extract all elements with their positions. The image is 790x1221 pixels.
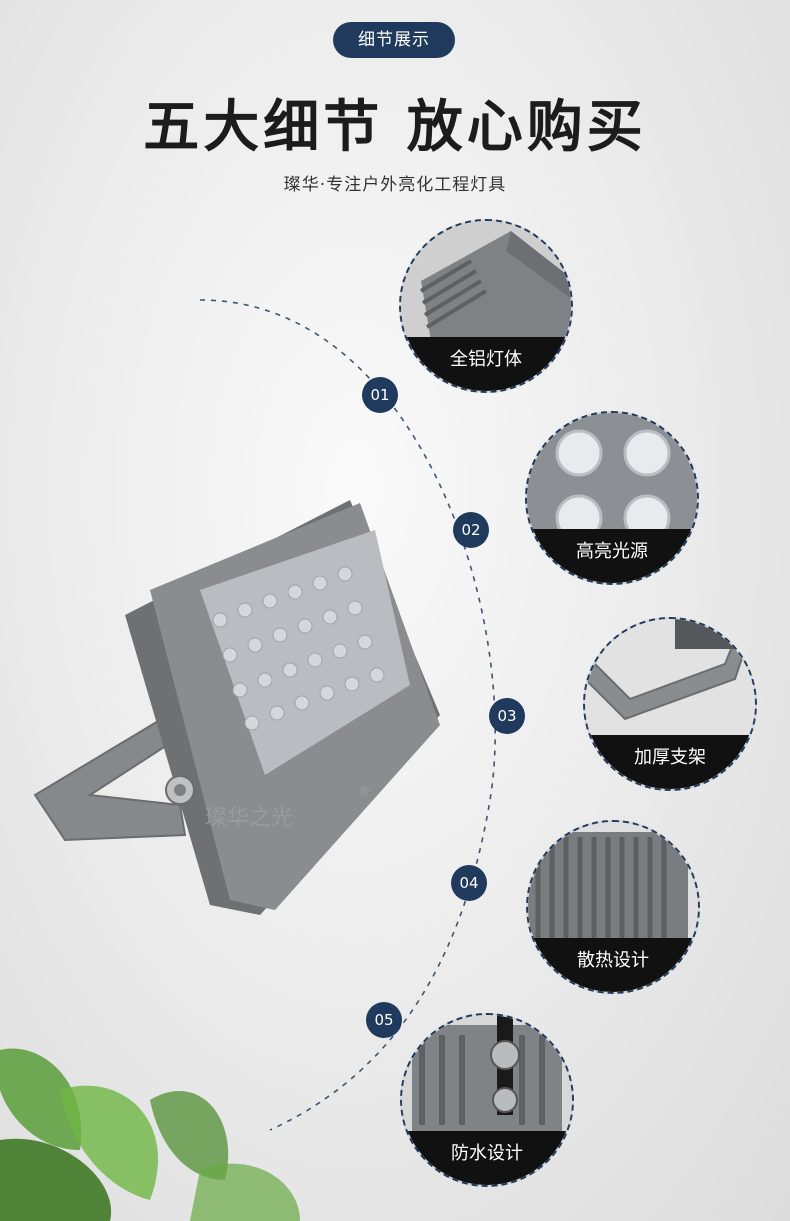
page-title: 五大细节 放心购买 bbox=[143, 95, 647, 160]
detail-caption: 防水设计 bbox=[402, 1131, 572, 1185]
page-subtitle: 璨华·专注户外亮化工程灯具 bbox=[283, 175, 507, 195]
detail-card-bracket: 加厚支架 bbox=[583, 617, 757, 791]
detail-number-04: 04 bbox=[451, 865, 487, 901]
registered-mark: ® bbox=[360, 784, 369, 798]
detail-number-01: 01 bbox=[362, 377, 398, 413]
detail-card-waterproof: 防水设计 bbox=[400, 1013, 574, 1187]
detail-number-05: 05 bbox=[366, 1002, 402, 1038]
detail-caption: 全铝灯体 bbox=[401, 337, 571, 391]
detail-card-heat-dissipation: 散热设计 bbox=[526, 820, 700, 994]
section-badge: 细节展示 bbox=[333, 22, 455, 58]
green-leaves-decoration bbox=[0, 1048, 300, 1221]
detail-number-03: 03 bbox=[489, 698, 525, 734]
floodlight-product-image: 璨华之光 ® bbox=[33, 500, 440, 915]
detail-caption: 高亮光源 bbox=[527, 529, 697, 583]
detail-caption: 散热设计 bbox=[528, 938, 698, 992]
detail-number-02: 02 bbox=[453, 512, 489, 548]
detail-card-aluminum-body: 全铝灯体 bbox=[399, 219, 573, 393]
detail-caption: 加厚支架 bbox=[585, 735, 755, 789]
watermark-text: 璨华之光 bbox=[205, 805, 293, 830]
detail-card-light-source: 高亮光源 bbox=[525, 411, 699, 585]
